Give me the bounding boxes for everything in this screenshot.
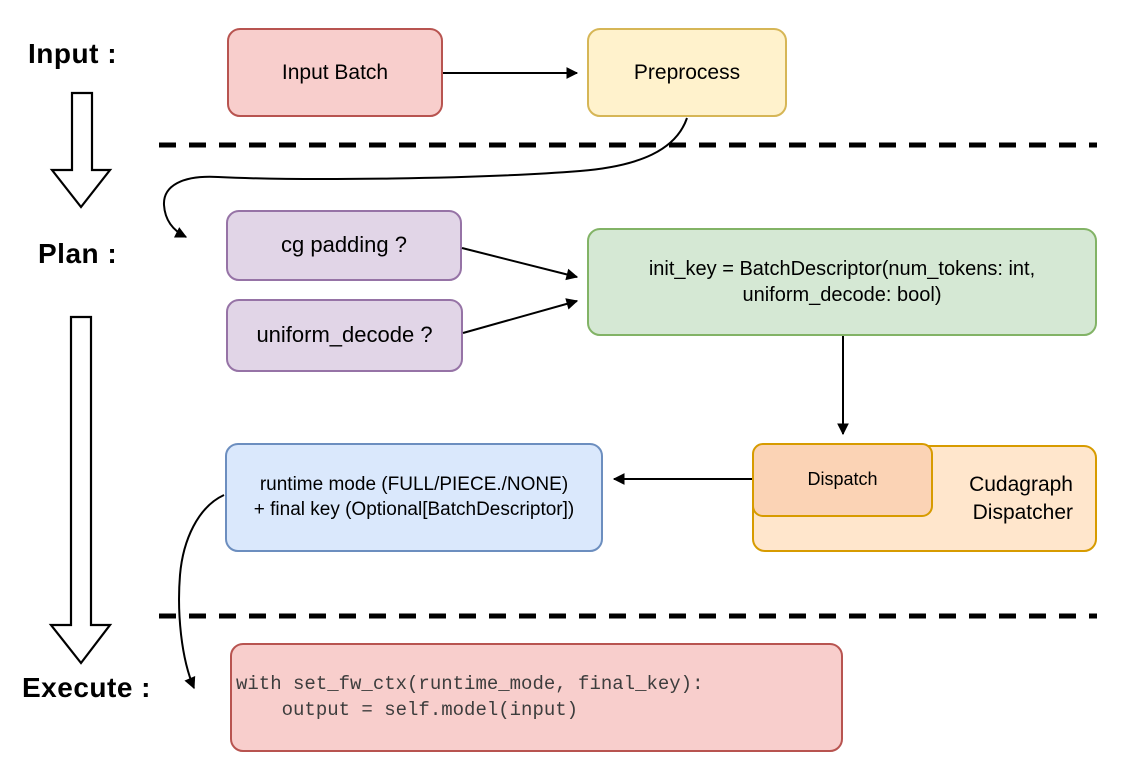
execute-code-line2: output = self.model(input) [236,698,579,721]
preprocess-node: Preprocess [587,28,787,117]
runtime-mode-line2: + final key (Optional[BatchDescriptor]) [253,498,575,520]
arrow-runtime-mode-to-execute-code [178,494,225,690]
dispatch-label: Dispatch [807,469,878,490]
init-key-line2: uniform_decode: bool) [742,284,942,306]
execute-code-node: with set_fw_ctx(runtime_mode, final_key)… [230,643,843,752]
cg-padding-label: cg padding ? [281,232,407,258]
cudagraph-dispatcher-line2: Dispatcher [972,500,1073,524]
runtime-mode-node: runtime mode (FULL/PIECE./NONE) + final … [225,443,603,552]
stage-label-input: Input : [28,38,118,69]
input-batch-label: Input Batch [281,60,389,84]
input-batch-node: Input Batch [227,28,443,117]
cg-padding-node: cg padding ? [226,210,462,281]
plan-to-execute-block-arrow-icon [48,315,113,665]
uniform-decode-label: uniform_decode ? [256,322,433,348]
arrow-cg-padding-to-init-key [461,247,579,281]
uniform-decode-node: uniform_decode ? [226,299,463,372]
cudagraph-dispatcher-line1: Cudagraph [969,473,1073,497]
stage-label-execute: Execute : [22,672,151,703]
stage-label-plan: Plan : [38,238,118,269]
dispatch-node: Dispatch [752,443,933,517]
runtime-mode-line1: runtime mode (FULL/PIECE./NONE) [259,473,569,495]
init-key-node: init_key = BatchDescriptor(num_tokens: i… [587,228,1097,336]
arrow-uniform-decode-to-init-key [462,298,579,334]
input-to-plan-block-arrow-icon [49,91,113,209]
preprocess-label: Preprocess [633,60,741,84]
execute-code-line1: with set_fw_ctx(runtime_mode, final_key)… [236,672,704,695]
init-key-line1: init_key = BatchDescriptor(num_tokens: i… [648,258,1036,280]
